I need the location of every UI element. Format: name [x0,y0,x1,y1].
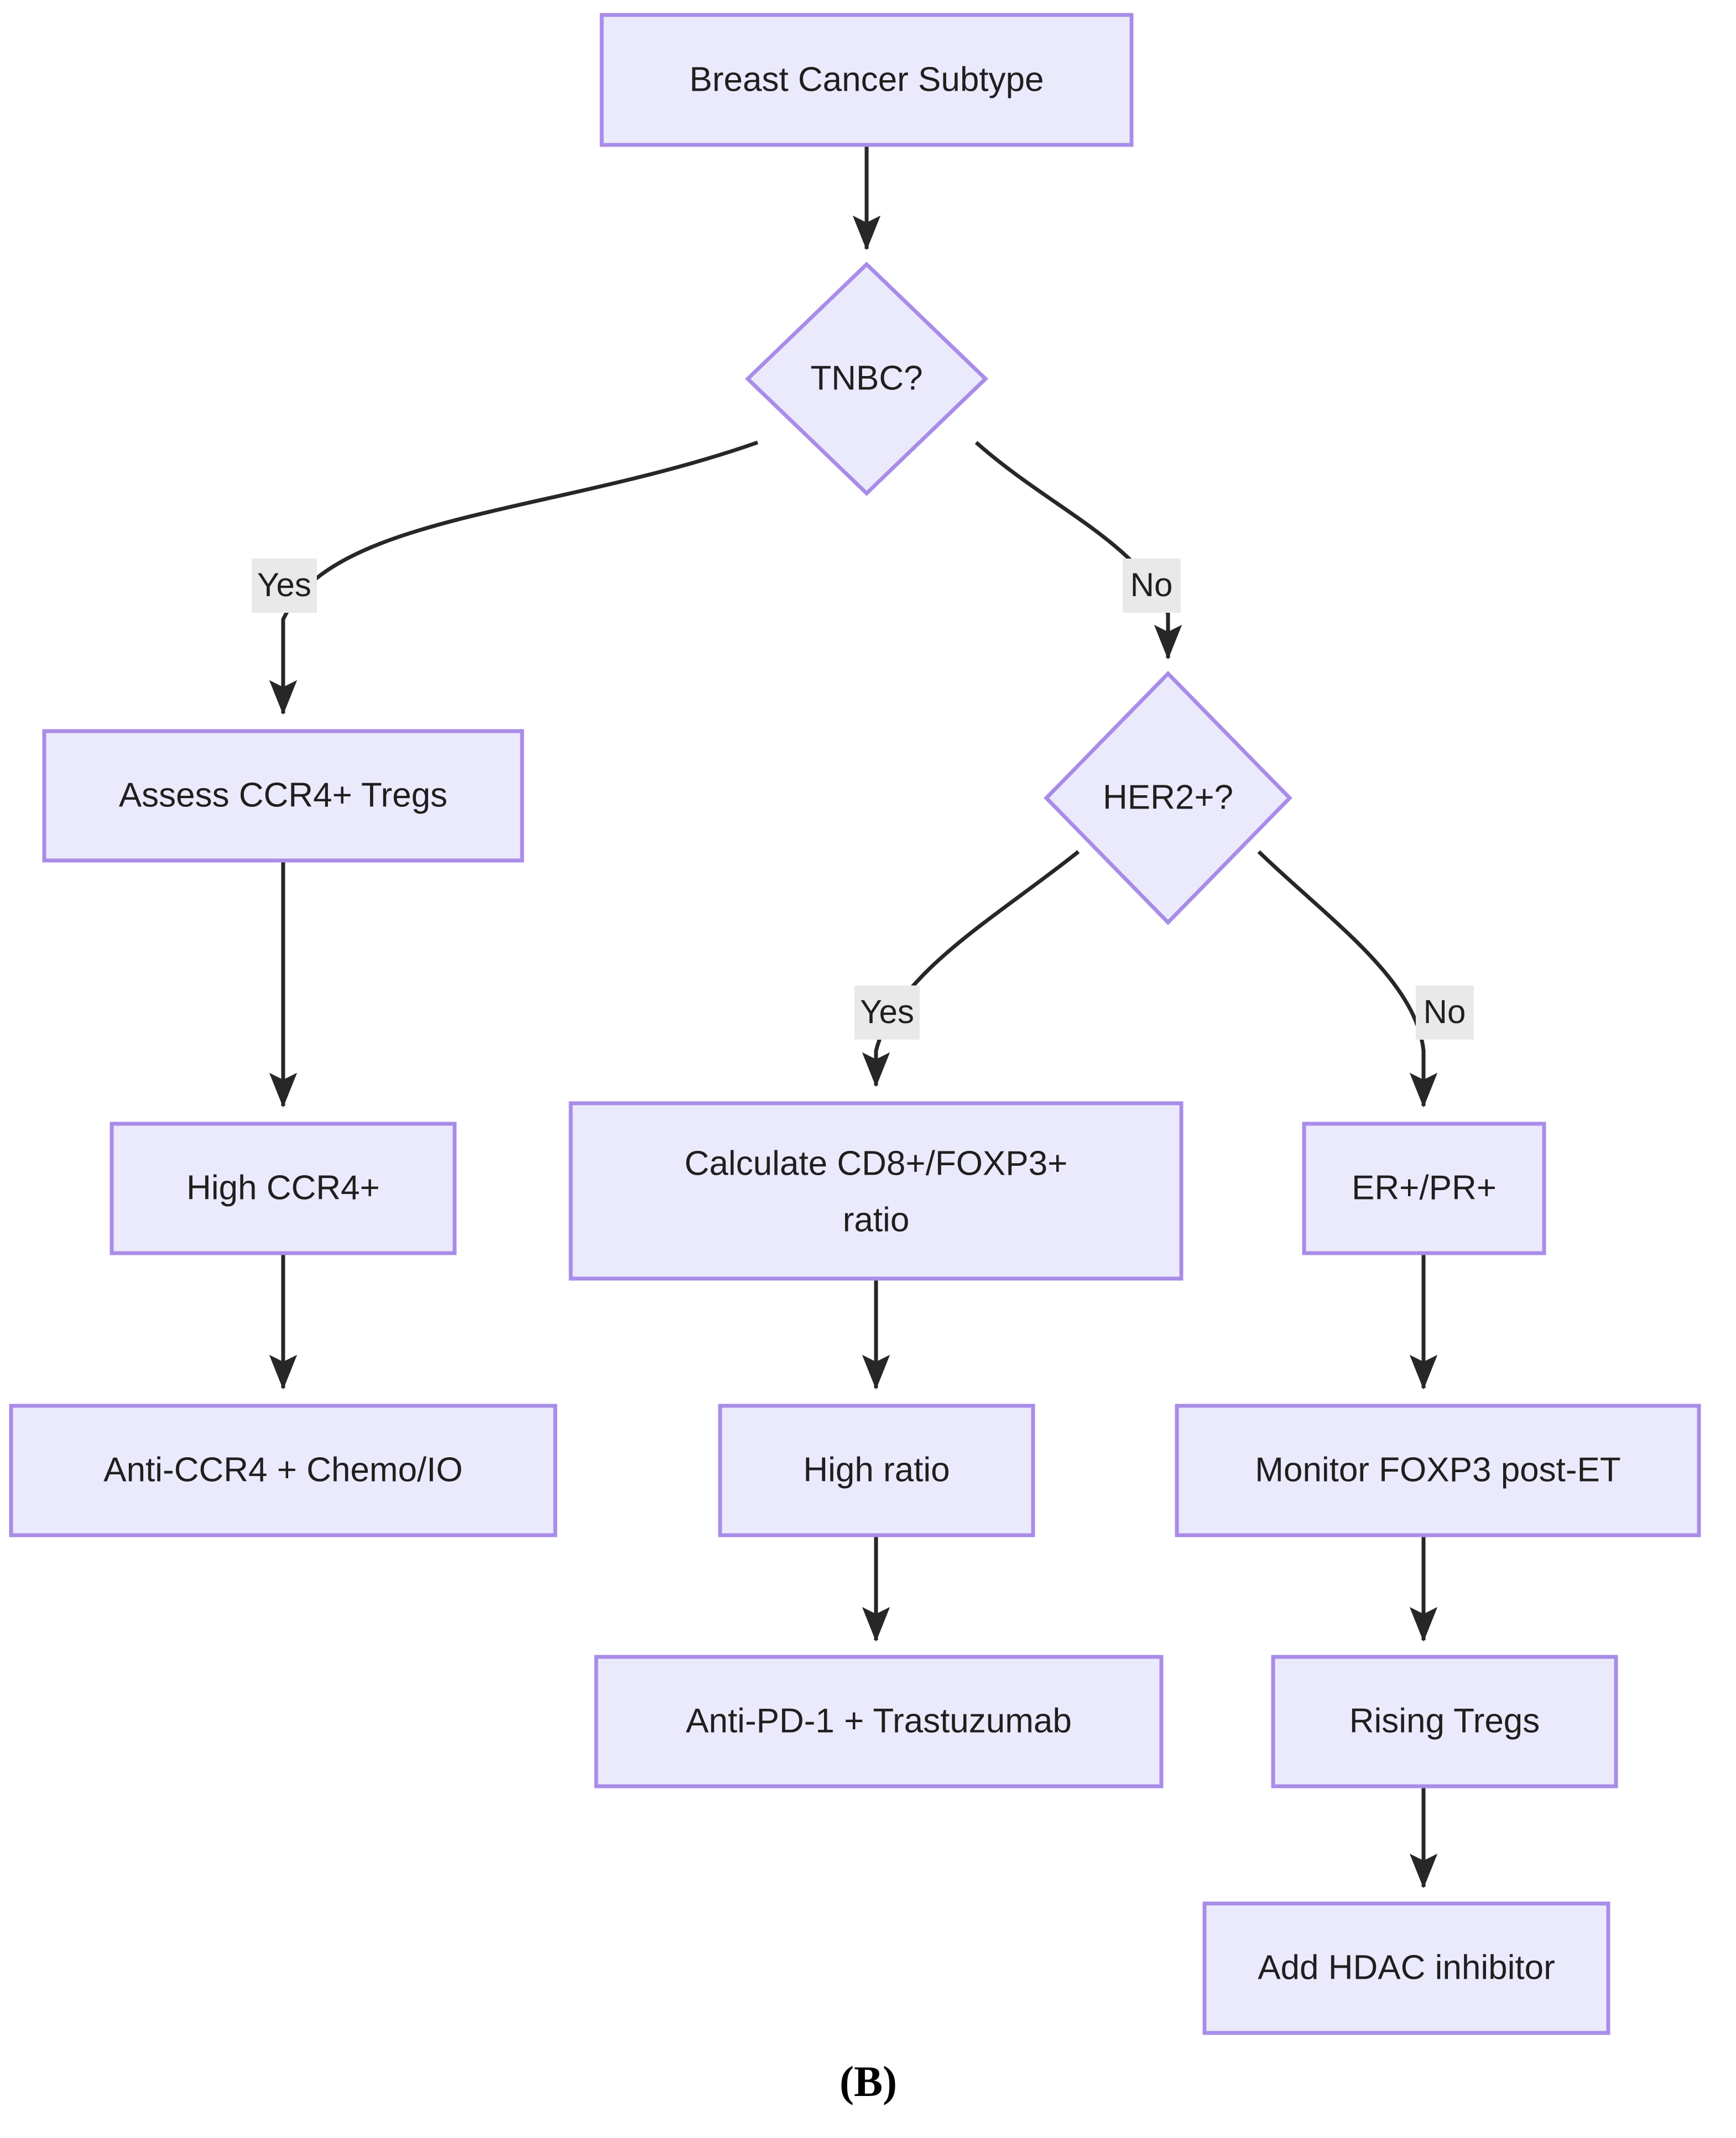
node-er-pr-positive[interactable]: ER+/PR+ [1302,1122,1546,1255]
node-label-breast-cancer-subtype: Breast Cancer Subtype [689,60,1044,98]
node-label-calculate-ratio-line1: Calculate CD8+/FOXP3+ [685,1144,1068,1182]
edge-her2-no-to-er-pr [1257,850,1438,1108]
node-rect-high-ccr4[interactable] [110,1122,457,1255]
node-label-high-ratio: High ratio [803,1451,950,1489]
edge-label-her2-no: No [1416,985,1474,1040]
node-label-add-hdac-inhibitor: Add HDAC inhibitor [1258,1948,1555,1986]
node-label-tnbc: TNBC? [810,359,922,397]
edge-label-bg-her2-no [1416,985,1474,1040]
edge-label-layer: Yes No Yes No [252,559,1474,1040]
node-rect-add-hdac-inhibitor[interactable] [1202,1901,1610,2035]
edge-label-text-her2-no: No [1424,993,1466,1030]
node-high-ccr4[interactable]: High CCR4+ [110,1122,457,1255]
node-breast-cancer-subtype[interactable]: Breast Cancer Subtype [599,13,1134,147]
edge-label-tnbc-no: No [1123,559,1181,613]
node-rect-monitor-foxp3[interactable] [1175,1404,1701,1537]
edge-label-bg-tnbc-yes [252,559,317,613]
edge-label-tnbc-yes: Yes [252,559,317,613]
node-high-ratio[interactable]: High ratio [718,1404,1035,1537]
node-label-er-pr: ER+/PR+ [1352,1169,1497,1207]
edge-label-text-tnbc-no: No [1130,566,1173,603]
node-layer: Breast Cancer Subtype TNBC? Assess CCR4+… [9,13,1701,2035]
node-label-assess-ccr4-tregs: Assess CCR4+ Tregs [119,776,447,814]
edge-tnbc-yes-to-assess-ccr4 [269,440,759,715]
node-rising-tregs[interactable]: Rising Tregs [1271,1655,1618,1788]
node-rect-assess-ccr4-tregs[interactable] [42,729,524,863]
node-label-anti-pd1-trastuzumab: Anti-PD-1 + Trastuzumab [686,1702,1072,1740]
node-rect-rising-tregs[interactable] [1271,1655,1618,1788]
node-anti-ccr4-chemo-io[interactable]: Anti-CCR4 + Chemo/IO [9,1404,557,1537]
node-rect-high-ratio[interactable] [718,1404,1035,1537]
node-label-her2: HER2+? [1103,778,1233,816]
node-monitor-foxp3-post-et[interactable]: Monitor FOXP3 post-ET [1175,1404,1701,1537]
edge-label-her2-yes: Yes [854,985,920,1040]
node-assess-ccr4-tregs[interactable]: Assess CCR4+ Tregs [42,729,524,863]
node-rect-calculate-ratio[interactable] [569,1101,1184,1281]
node-anti-pd1-trastuzumab[interactable]: Anti-PD-1 + Trastuzumab [594,1655,1164,1788]
node-rect-breast-cancer-subtype[interactable] [599,13,1134,147]
edge-her2-yes-to-calc-ratio [862,850,1080,1087]
figure-caption: (B) [840,2057,897,2105]
node-label-calculate-ratio-line2: ratio [843,1201,910,1239]
edge-label-text-her2-yes: Yes [860,993,914,1030]
node-label-high-ccr4: High CCR4+ [186,1169,380,1207]
node-tnbc-decision[interactable]: TNBC? [744,262,989,496]
node-calculate-cd8-foxp3-ratio[interactable]: Calculate CD8+/FOXP3+ ratio [569,1101,1184,1281]
edge-label-text-tnbc-yes: Yes [257,566,311,603]
node-rect-anti-ccr4-chemo-io[interactable] [9,1404,557,1537]
node-rect-anti-pd1-trastuzumab[interactable] [594,1655,1164,1788]
node-add-hdac-inhibitor[interactable]: Add HDAC inhibitor [1202,1901,1610,2035]
edge-label-bg-her2-yes [854,985,920,1040]
edge-tnbc-no-to-her2 [974,441,1182,660]
node-rect-er-pr[interactable] [1302,1122,1546,1255]
edge-label-bg-tnbc-no [1123,559,1181,613]
node-label-rising-tregs: Rising Tregs [1349,1702,1540,1740]
node-diamond-her2[interactable] [1044,670,1292,926]
node-label-anti-ccr4-chemo-io: Anti-CCR4 + Chemo/IO [103,1451,463,1489]
node-label-monitor-foxp3: Monitor FOXP3 post-ET [1255,1451,1621,1489]
node-diamond-tnbc[interactable] [744,262,989,496]
node-her2-decision[interactable]: HER2+? [1044,670,1292,926]
